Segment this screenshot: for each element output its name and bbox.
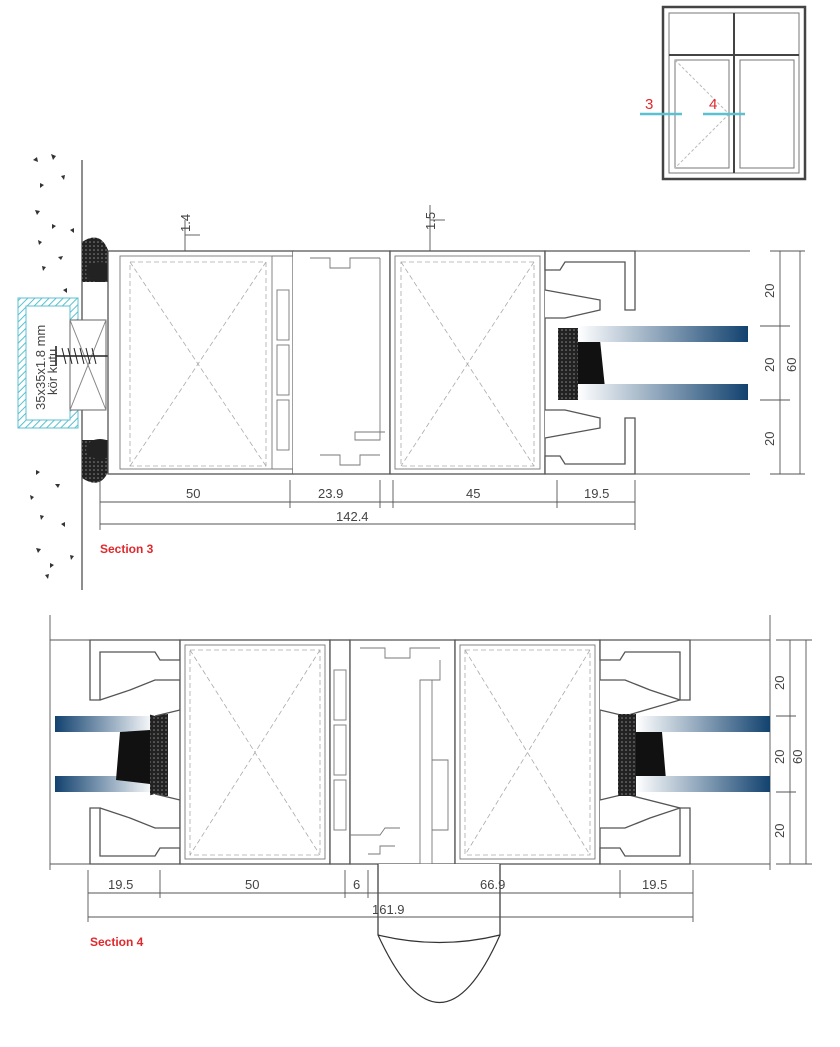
dim-50: 50	[186, 486, 200, 501]
dim-v-60: 60	[790, 750, 805, 764]
section-3-marker: 3	[645, 96, 653, 113]
dim-v-20-a: 20	[772, 676, 787, 690]
dim-19.5: 19.5	[584, 486, 609, 501]
section-4-title: Section 4	[90, 935, 144, 949]
dim-19.5-right: 19.5	[642, 877, 667, 892]
wall-thickness-1.4: 1.4	[178, 214, 193, 232]
section-3-drawing: 35x35x1.8 mm kör kutu	[17, 154, 805, 590]
dim-50: 50	[245, 877, 259, 892]
anchor-label-line2: kör kutu	[45, 349, 60, 395]
dim-66.9: 66.9	[480, 877, 505, 892]
dim-v-60: 60	[784, 358, 799, 372]
dim-v-20-c: 20	[762, 432, 777, 446]
dim-total-142.4: 142.4	[336, 509, 369, 524]
dim-v-20-b: 20	[772, 750, 787, 764]
dim-19.5-left: 19.5	[108, 877, 133, 892]
section-3-title: Section 3	[100, 542, 154, 556]
anchor-label-line1: 35x35x1.8 mm	[33, 325, 48, 410]
section-3-horizontal-dimensions: 50 23.9 45 19.5 142.4	[99, 480, 636, 530]
dim-23.9: 23.9	[318, 486, 343, 501]
section-3-vertical-dimensions: 20 20 20 60	[760, 250, 805, 475]
dim-v-20-b: 20	[762, 358, 777, 372]
dim-45: 45	[466, 486, 480, 501]
dim-v-20-a: 20	[762, 284, 777, 298]
dim-6: 6	[353, 877, 360, 892]
wall-thickness-1.5: 1.5	[423, 212, 438, 230]
section-4-horizontal-dimensions: 19.5 50 6 66.9 19.5 161.9	[87, 870, 694, 922]
section-4-marker: 4	[709, 96, 717, 113]
section-4-drawing: 19.5 50 6 66.9 19.5 161.9 20 20 20 60 Se…	[49, 615, 812, 1004]
dim-v-20-c: 20	[772, 824, 787, 838]
dim-total-161.9: 161.9	[372, 902, 405, 917]
section-4-vertical-dimensions: 20 20 20 60	[772, 639, 812, 865]
window-elevation: 3 4	[640, 5, 807, 181]
